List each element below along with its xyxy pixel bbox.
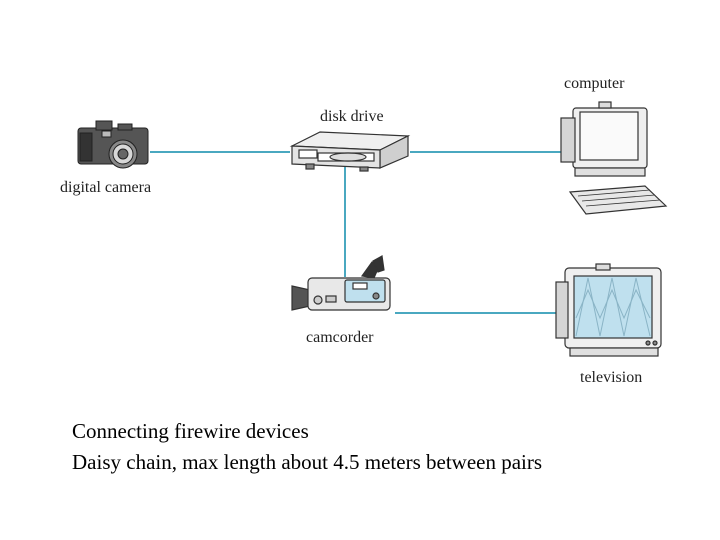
camcorder-label: camcorder <box>306 329 374 346</box>
disk-drive-icon <box>289 131 411 172</box>
computer-icon <box>560 101 668 215</box>
cables <box>150 151 562 314</box>
digital-camera-icon <box>77 120 149 169</box>
camera-label: digital camera <box>60 179 152 196</box>
television-label: television <box>580 369 643 386</box>
caption-line-2: Daisy chain, max length about 4.5 meters… <box>72 450 543 474</box>
camcorder-icon <box>291 255 391 311</box>
television-icon <box>555 263 662 357</box>
caption-line-1: Connecting firewire devices <box>72 419 309 443</box>
disk-drive-label: disk drive <box>320 108 384 125</box>
computer-label: computer <box>564 75 625 92</box>
